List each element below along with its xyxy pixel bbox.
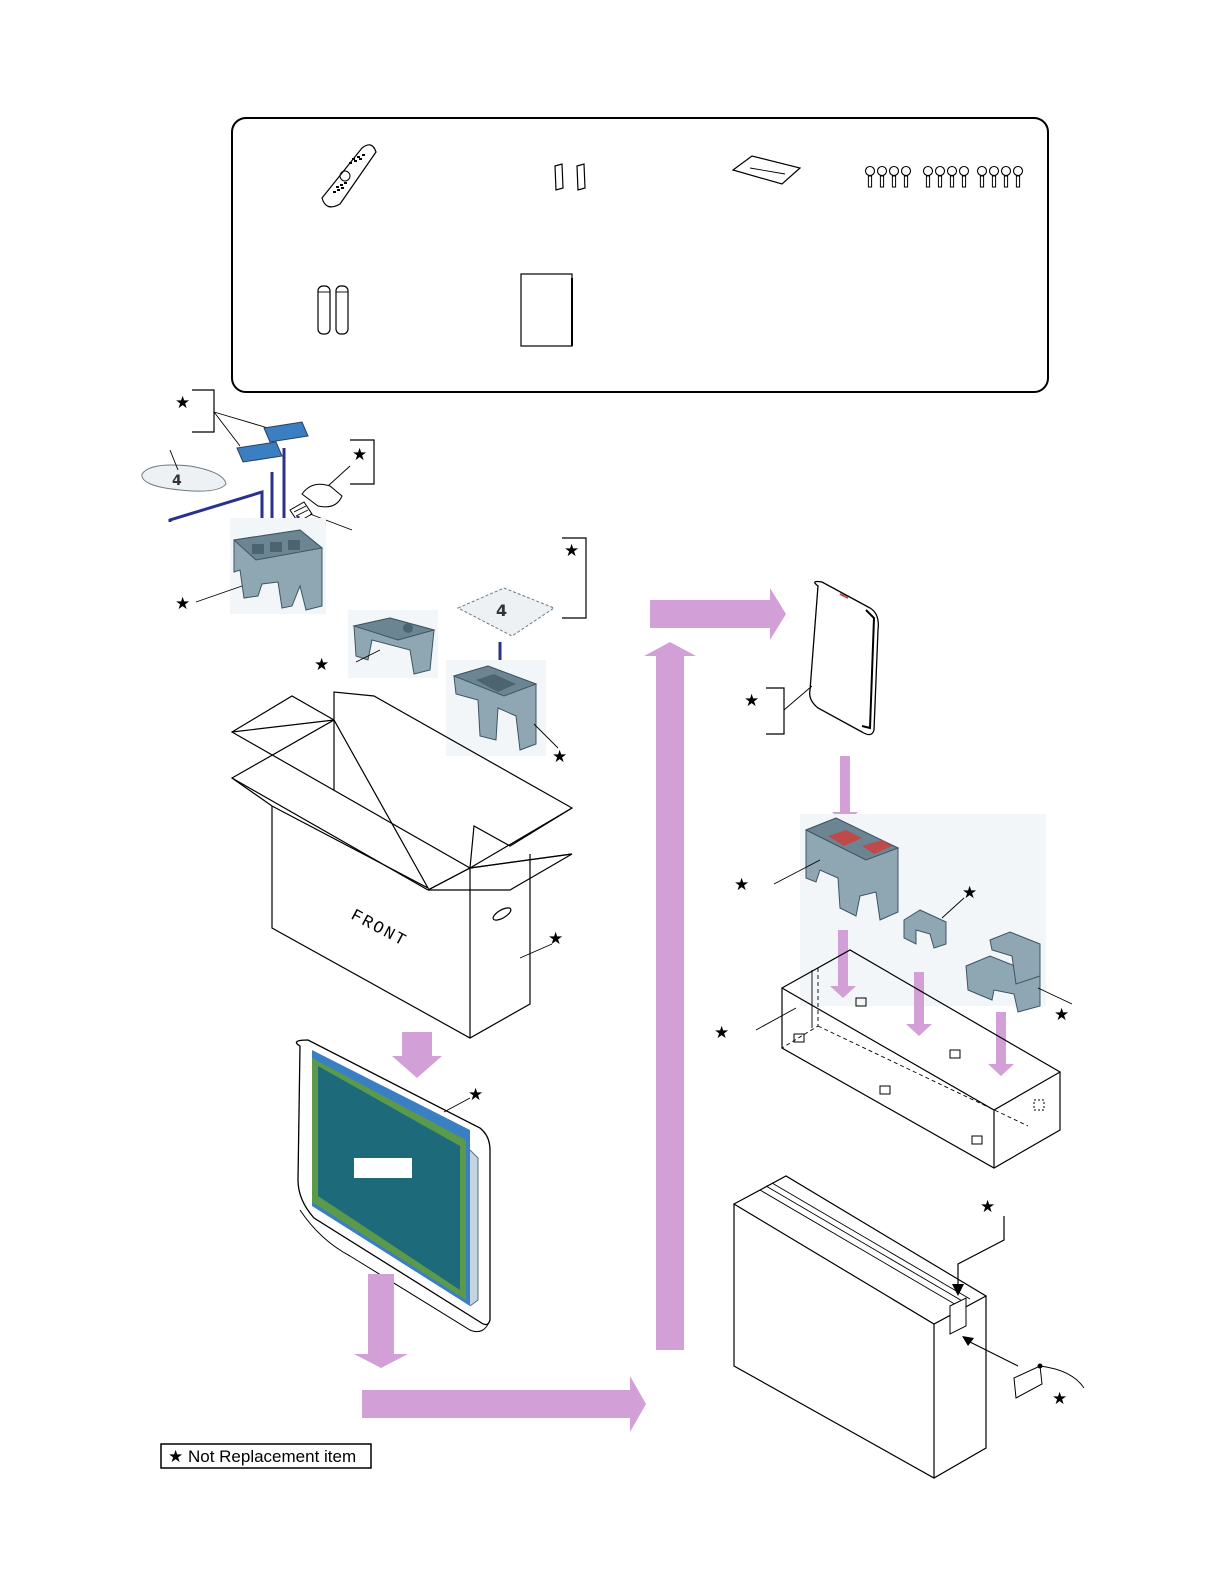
screw-head [948,167,957,176]
screw-head [1014,167,1023,176]
screw-head [924,167,933,176]
clamp-icon [555,164,585,190]
star-mark: ★ [734,875,749,895]
accessories-panel [232,118,1048,392]
star-mark: ★ [744,691,759,711]
star-mark: ★ [1054,1005,1069,1025]
screw-head [978,167,987,176]
screw-set-icon [866,167,1023,188]
foam-pad-icon [237,422,308,462]
svg-text:4: 4 [172,473,182,489]
top-left-assembly: ★ 4 ★ [142,390,586,767]
screw-shaft [1016,176,1019,187]
screw-head [990,167,999,176]
packed-carton [734,1176,986,1478]
star-mark: ★ [714,1023,729,1043]
screw-shaft [880,176,883,187]
star-mark: ★ [552,747,567,767]
foam-block-icon [302,484,342,507]
screw-head [890,167,899,176]
remote-control-icon [322,145,376,207]
screw-head [960,167,969,176]
screw-shaft [868,176,871,187]
star-mark: ★ [962,883,977,903]
flow-arrow-down [988,1012,1014,1076]
flow-arrow-down [354,1274,408,1368]
screw-shaft [992,176,995,187]
svg-text:4: 4 [496,601,507,620]
screw-shaft [980,176,983,187]
screw-shaft [938,176,941,187]
star-mark: ★ [980,1197,995,1217]
screw-head [1002,167,1011,176]
screw-head [936,167,945,176]
screw-shaft [904,176,907,187]
middle-foam-cushion-icon [348,610,438,678]
star-mark: ★ [175,393,190,413]
label-card-icon [1014,1364,1043,1399]
screw-shaft [892,176,895,187]
star-mark: ★ [352,445,367,465]
cushion-sheet-icon: 4 [458,588,554,636]
flow-arrow-down [392,1032,442,1078]
screw-shaft [950,176,953,187]
box-front-label: FRONT [347,907,410,952]
star-mark: ★ [564,541,579,561]
screw-shaft [962,176,965,187]
legend: ★ Not Replacement item [161,1444,371,1468]
screw-shaft [1004,176,1007,187]
screw-head [902,167,911,176]
screw-head [878,167,887,176]
screw-shaft [926,176,929,187]
flow-arrow-up [644,642,696,1350]
cable-tie-icon [733,156,800,184]
flow-arrow-down [832,756,858,824]
bag-sheet-icon [810,582,879,735]
star-mark: ★ [548,929,563,949]
legend-text: ★ Not Replacement item [168,1447,356,1466]
left-foam-cushion-icon [230,518,326,614]
star-mark: ★ [175,594,190,614]
flow-arrow-right [362,1376,646,1432]
star-mark: ★ [314,655,329,675]
book-icon [521,274,572,346]
cushion-sheet-icon: 4 [142,450,226,491]
battery-icon [318,286,348,334]
screw-head [866,167,875,176]
star-mark: ★ [1052,1389,1067,1409]
star-mark: ★ [468,1085,483,1105]
right-foam-cushion-icon [446,660,546,756]
flow-arrow-right [650,588,786,640]
